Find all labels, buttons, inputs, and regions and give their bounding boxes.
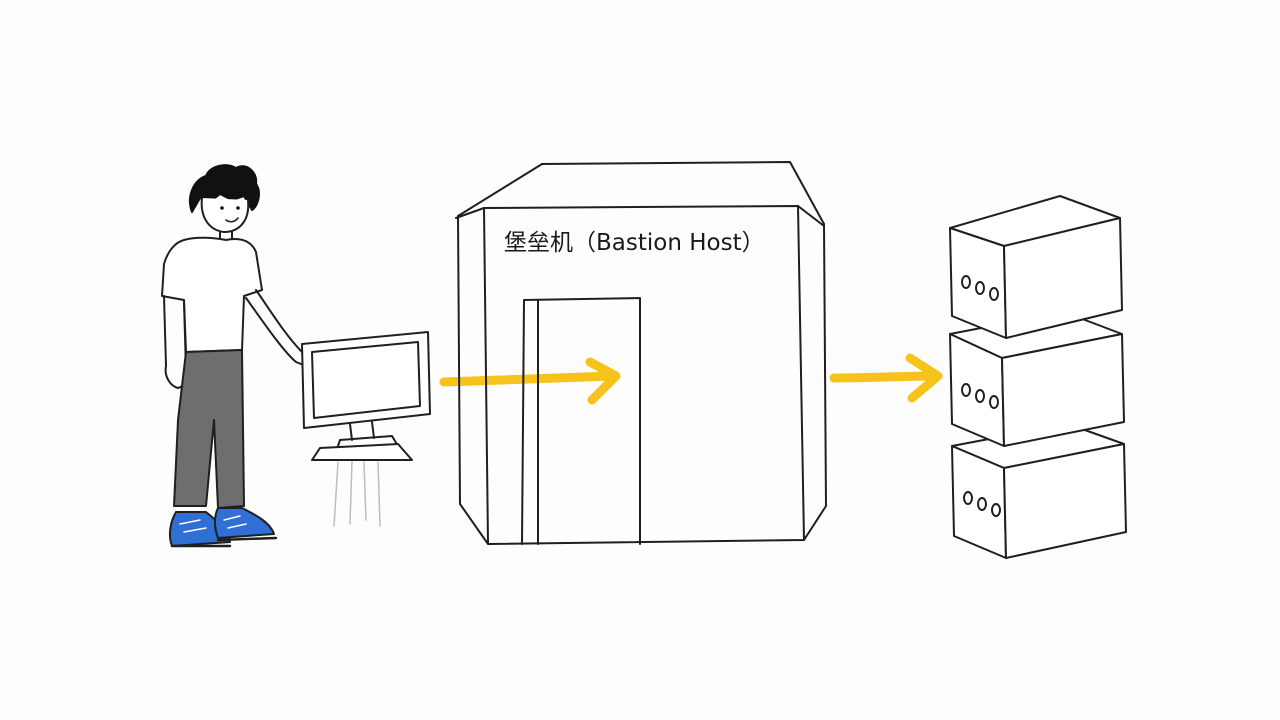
user-shirt [161,236,263,353]
bastion-door [521,297,641,545]
server-stack [949,195,1127,559]
arrow-to-servers-icon [829,353,943,403]
user-right-shoe [214,507,275,539]
bastion-host-label: 堡垒机（Bastion Host） [504,230,765,256]
monitor-frame [301,331,431,429]
user-head [200,197,250,233]
bastion-host-cube-icon [455,161,827,545]
server-box-icon [951,423,1127,559]
server-box-icon [949,195,1123,339]
monitor-screen [311,341,421,419]
arrow-to-bastion-icon [439,357,621,405]
server-box-icon [949,311,1125,447]
computer-monitor-icon [301,331,431,527]
monitor-base [311,443,413,461]
user-pants [173,349,245,509]
user-figure-icon [161,164,333,548]
